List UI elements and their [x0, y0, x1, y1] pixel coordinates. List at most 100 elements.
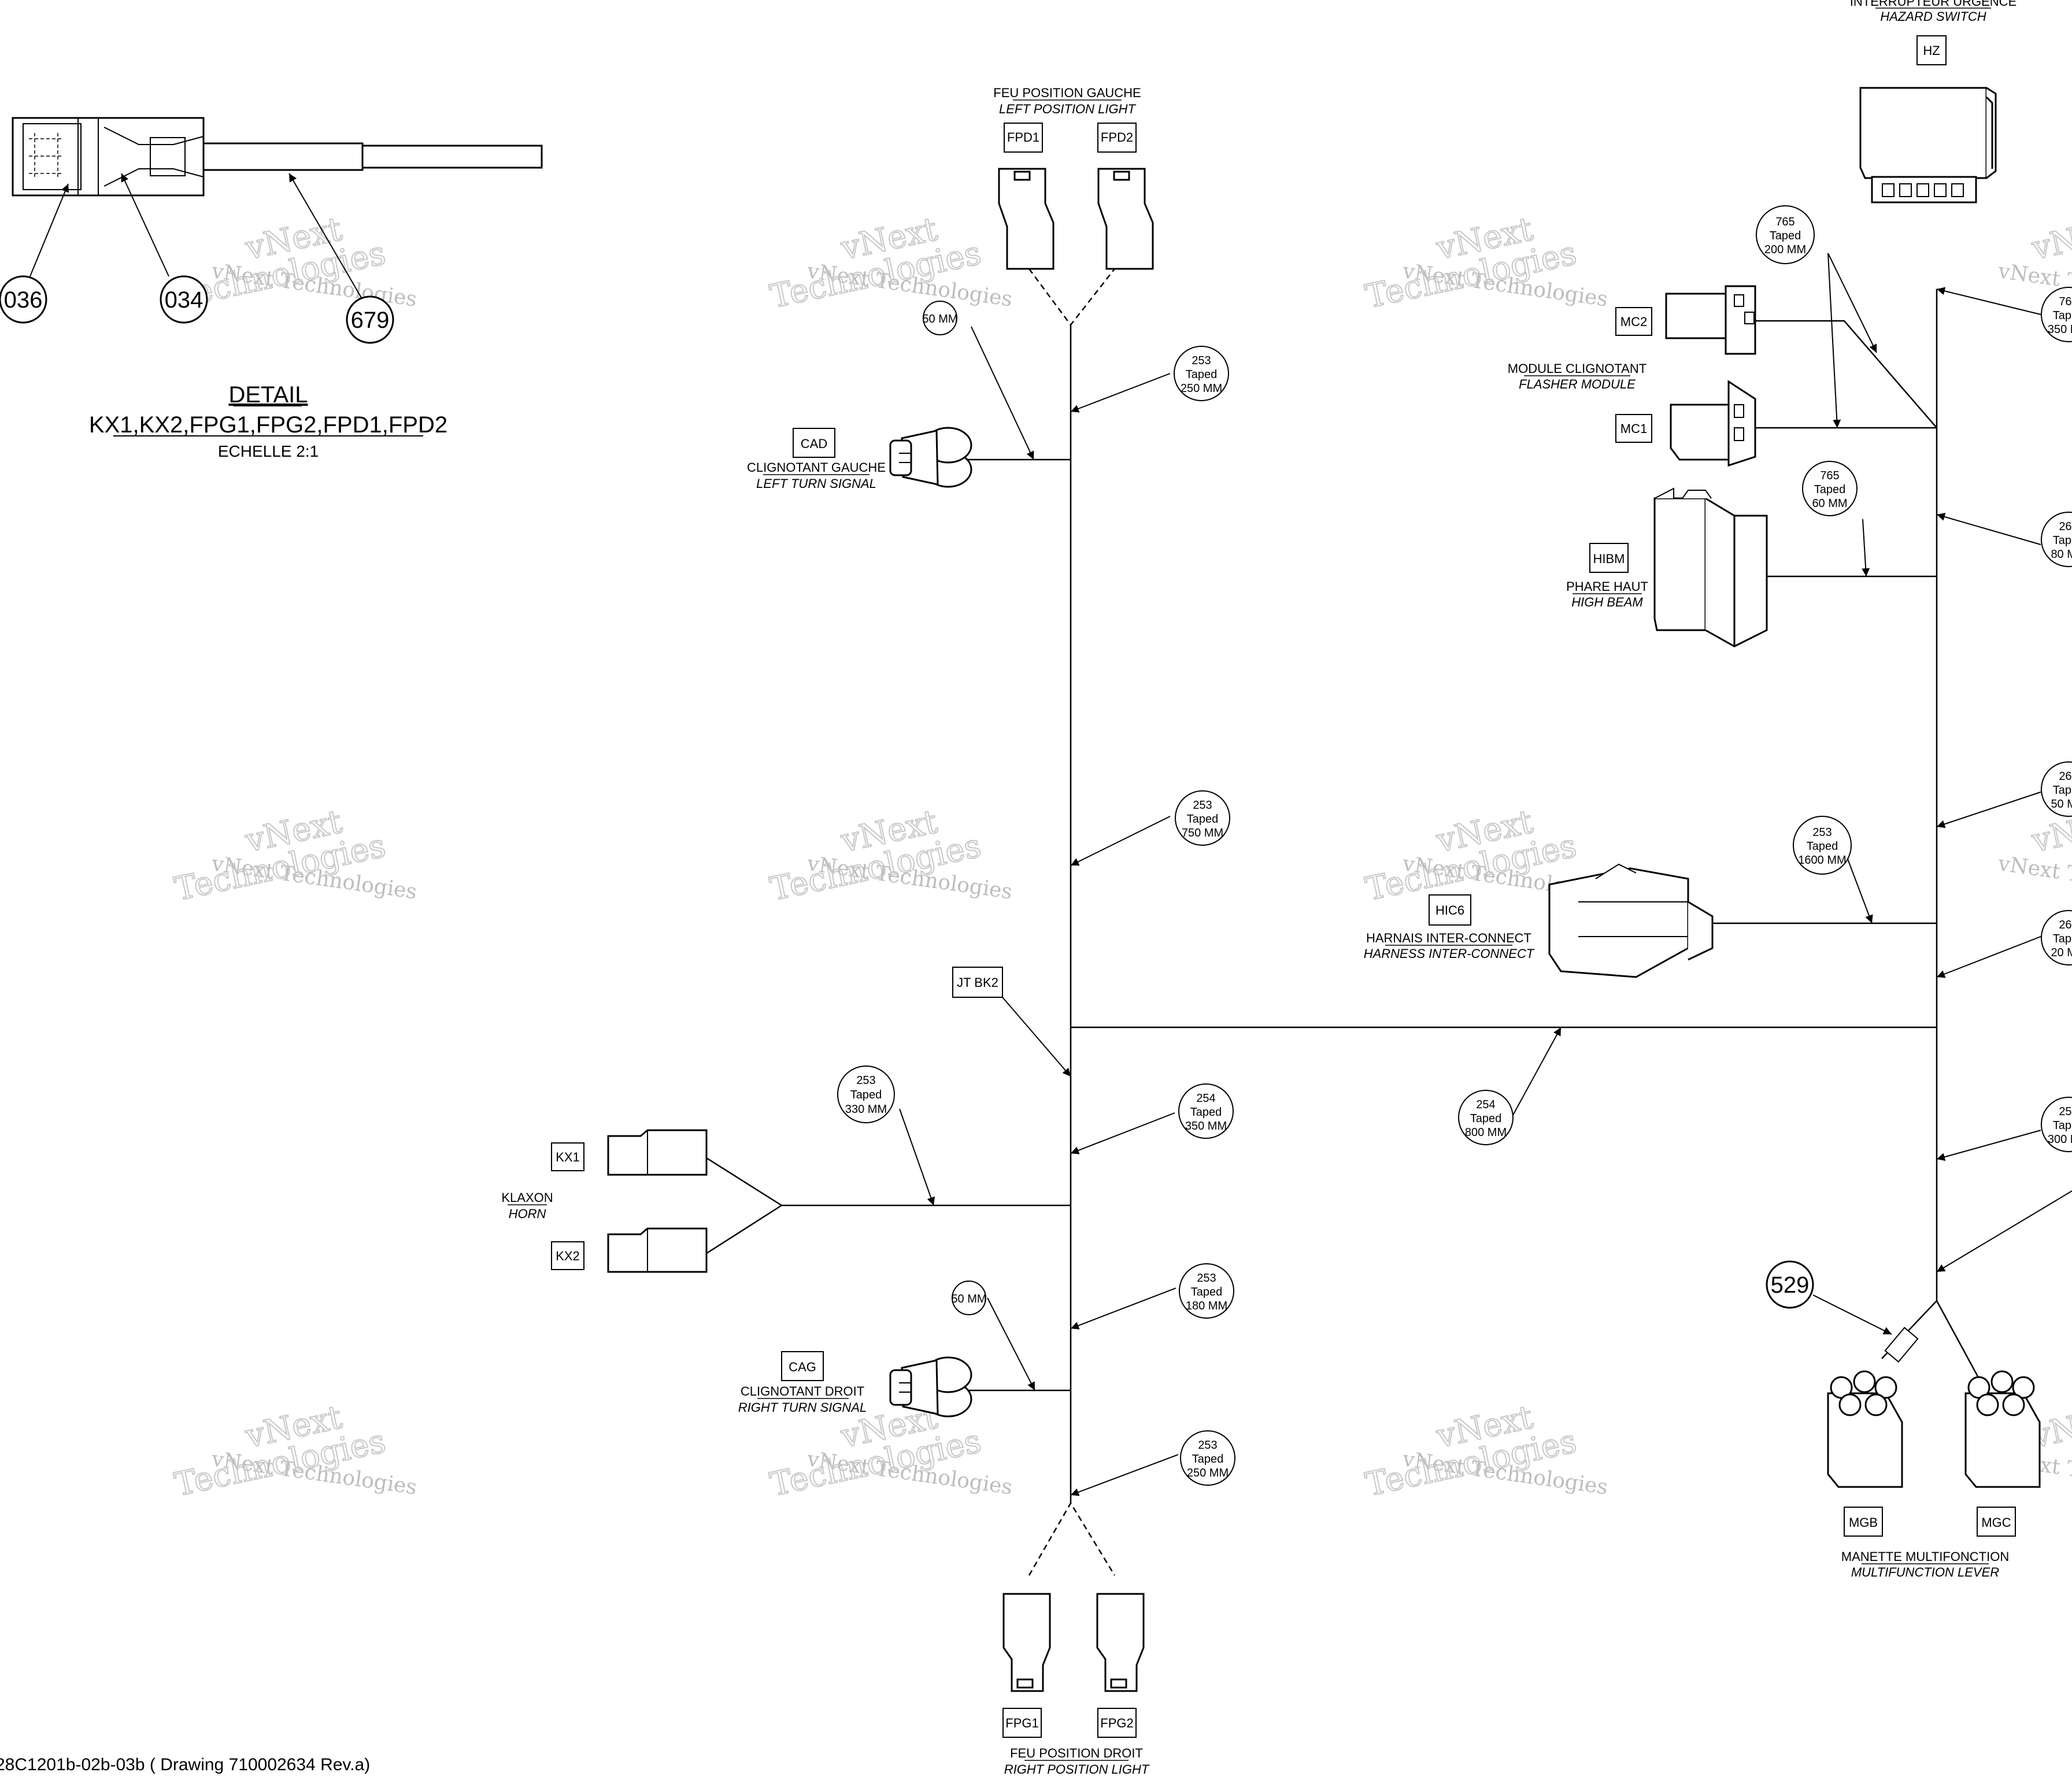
svg-text:Taped: Taped [1190, 1106, 1222, 1119]
svg-text:50 MM: 50 MM [2051, 798, 2072, 811]
svg-text:350 MM: 350 MM [2048, 323, 2072, 336]
segment-callout: 265 Taped 20 MM [2041, 910, 2072, 965]
callout-036: 036 [0, 275, 47, 324]
high-beam-connector[interactable]: HIBM PHARE HAUT HIGH BEAM [1566, 487, 1768, 648]
svg-text:330 MM: 330 MM [845, 1103, 887, 1116]
segment-callout: 254 Taped 350 MM [1178, 1083, 1234, 1139]
svg-text:MANETTE MULTIFONCTION: MANETTE MULTIFONCTION [1841, 1549, 2009, 1564]
segment-callout: 265 Taped 50 MM [2041, 761, 2072, 817]
svg-text:Taped: Taped [1191, 1286, 1223, 1298]
segment-callout: 253 Taped 750 MM [1175, 790, 1230, 846]
detail-subtitle: KX1,KX2,FPG1,FPG2,FPD1,FPD2 [89, 412, 447, 438]
svg-text:HIBM: HIBM [1593, 552, 1625, 566]
segment-callouts: 50 MM 253 Taped 250 MM 253 Taped 750 MM … [837, 205, 2072, 1496]
svg-text:HARNAIS INTER-CONNECT: HARNAIS INTER-CONNECT [1366, 931, 1531, 945]
segment-callout: 253 Taped 330 MM [837, 1065, 895, 1123]
hazard-switch[interactable]: INTERRUPTEUR URGENCE HAZARD SWITCH HZ [1850, 0, 2016, 204]
svg-text:679: 679 [351, 308, 390, 333]
svg-text:vNext Technologies: vNext Technologies [1996, 852, 2072, 904]
watermark: vNext Technologies vNext Technologies [171, 1398, 419, 1504]
svg-text:265: 265 [2059, 520, 2072, 533]
svg-text:CAG: CAG [789, 1360, 816, 1374]
left-position-light[interactable]: FEU POSITION GAUCHE LEFT POSITION LIGHT … [993, 86, 1154, 270]
segment-callout: 765 Taped 350 MM [2041, 287, 2072, 342]
connector-icon [889, 1356, 972, 1418]
terminal-icon [607, 1129, 708, 1273]
switch-icon [1859, 87, 1997, 204]
left-turn-signal-cad[interactable]: CAD CLIGNOTANT GAUCHE LEFT TURN SIGNAL [747, 427, 972, 491]
svg-text:Taped: Taped [1187, 813, 1219, 826]
svg-text:Taped: Taped [850, 1089, 882, 1101]
connector-icon [1665, 285, 1756, 467]
mc2-branch [1755, 320, 1937, 428]
svg-text:HORN: HORN [509, 1207, 546, 1221]
tag-cad: CAD [793, 428, 835, 458]
svg-text:256: 256 [2059, 1105, 2072, 1118]
svg-text:MC1: MC1 [1620, 421, 1647, 436]
tag-fpg1: FPG1 [1002, 1708, 1042, 1738]
tag-mgc: MGC [1977, 1507, 2016, 1537]
fpg-split-top [1028, 268, 1115, 327]
svg-text:253: 253 [1193, 799, 1212, 812]
svg-text:MC2: MC2 [1620, 314, 1647, 329]
svg-text:Taped: Taped [1814, 483, 1846, 496]
svg-text:800 MM: 800 MM [1465, 1126, 1507, 1139]
svg-text:254: 254 [1196, 1092, 1215, 1105]
right-turn-signal-cag[interactable]: CAG CLIGNOTANT DROIT RIGHT TURN SIGNAL [738, 1351, 972, 1418]
relay-icon [1653, 487, 1768, 648]
svg-text:300 MM: 300 MM [2048, 1133, 2072, 1146]
svg-text:250 MM: 250 MM [1181, 382, 1222, 395]
svg-text:MGB: MGB [1849, 1515, 1878, 1530]
svg-text:254: 254 [1476, 1098, 1495, 1111]
segment-callout: 253 Taped 250 MM [1180, 1430, 1235, 1486]
callout-679: 679 [346, 295, 394, 344]
flasher-module[interactable]: MC2 MODULE CLIGNOTANT FLASHER MODULE MC1 [1508, 285, 1756, 467]
watermark: vNext Technologies vNext Technologies [767, 802, 1014, 909]
svg-text:CAD: CAD [801, 436, 827, 451]
svg-text:180 MM: 180 MM [1186, 1300, 1227, 1312]
tag-fpd1: FPD1 [1004, 123, 1043, 153]
ref-529-sleeve: 529 [1766, 1260, 1919, 1363]
right-position-light[interactable]: FPG1 FPG2 FEU POSITION DROIT RIGHT POSIT… [1002, 1593, 1150, 1776]
svg-text:Taped: Taped [2053, 933, 2072, 945]
svg-text:253: 253 [1197, 1272, 1216, 1285]
connector-icon [1827, 1370, 2041, 1488]
svg-text:LEFT POSITION LIGHT: LEFT POSITION LIGHT [999, 102, 1136, 116]
svg-text:Taped: Taped [1470, 1112, 1502, 1125]
svg-text:1600 MM: 1600 MM [1798, 854, 1846, 867]
tag-hic6: HIC6 [1429, 894, 1471, 926]
svg-text:CLIGNOTANT GAUCHE: CLIGNOTANT GAUCHE [747, 460, 886, 475]
harness-inter-connect[interactable]: HIC6 HARNAIS INTER-CONNECT HARNESS INTER… [1364, 863, 1714, 978]
svg-text:FEU POSITION GAUCHE: FEU POSITION GAUCHE [993, 86, 1141, 100]
svg-text:50 MM: 50 MM [951, 1293, 986, 1305]
detail-scale: ECHELLE 2:1 [218, 442, 319, 460]
segment-callout: 254 Taped 800 MM [1458, 1090, 1514, 1145]
svg-text:Taped: Taped [1186, 368, 1218, 381]
svg-text:265: 265 [2059, 770, 2072, 783]
svg-text:JT BK2: JT BK2 [957, 975, 998, 990]
svg-text:FEU POSITION DROIT: FEU POSITION DROIT [1010, 1746, 1143, 1760]
watermarks: vNext Technologies vNext Technologies vN… [171, 210, 2072, 1504]
horn-connectors[interactable]: KLAXON HORN KX1 KX2 [501, 1129, 708, 1273]
svg-text:765: 765 [1820, 469, 1839, 482]
tag-cag: CAG [781, 1351, 824, 1381]
segment-callout: 256 Taped 300 MM [2041, 1097, 2072, 1152]
detail-leaders [29, 173, 364, 301]
svg-text:Taped: Taped [1192, 1453, 1224, 1466]
svg-text:253: 253 [1812, 826, 1832, 839]
svg-text:INTERRUPTEUR URGENCE: INTERRUPTEUR URGENCE [1850, 0, 2016, 9]
harness-wires [706, 268, 1993, 1576]
tag-fpd2: FPD2 [1097, 123, 1137, 153]
svg-text:vNext: vNext [2028, 210, 2072, 268]
watermark: vNext Technologies vNext Technologies [767, 210, 1014, 316]
watermark: vNext Technologies vNext Technologies [1362, 210, 1610, 316]
multifunction-lever[interactable]: 529 MGB MGC MANETTE MULTIFONCTION MULTIF… [1766, 1260, 2041, 1579]
svg-text:253: 253 [1198, 1439, 1217, 1452]
svg-text:FPG2: FPG2 [1100, 1716, 1133, 1730]
detail-view: 036 034 679 DETAIL KX1,KX2,FPG1,FPG2,FPD… [0, 117, 543, 460]
svg-text:Taped: Taped [1807, 840, 1838, 853]
svg-text:CLIGNOTANT DROIT: CLIGNOTANT DROIT [741, 1384, 864, 1398]
svg-text:LEFT TURN SIGNAL: LEFT TURN SIGNAL [756, 476, 876, 491]
svg-text:RIGHT TURN SIGNAL: RIGHT TURN SIGNAL [738, 1400, 867, 1415]
